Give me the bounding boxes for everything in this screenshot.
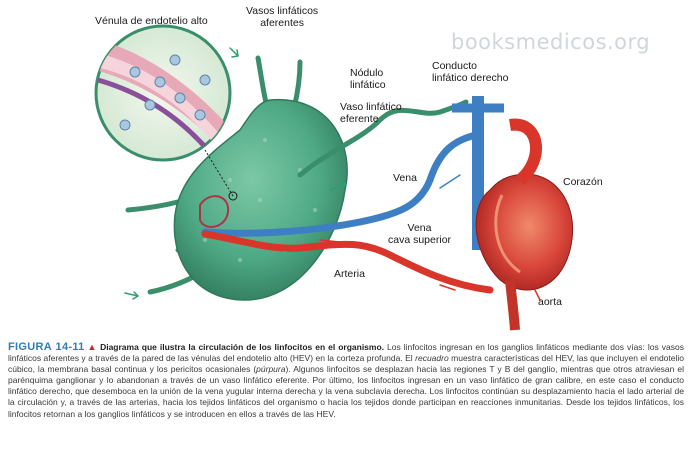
label-conducto: Conducto linfático derecho [432,60,508,84]
label-aferentes-line2: aferentes [260,17,304,29]
figure-number: FIGURA 14-11 [8,341,85,353]
caption-text-1: Los linfocitos ingresan en los ganglios … [8,342,684,364]
heart [475,118,574,331]
label-cava-line2: cava superior [388,234,452,246]
figure-illustration: booksmedicos.org Vénula de endotelio alt… [94,5,651,331]
label-vena: Vena [393,172,417,184]
triangle-icon: ▲ [87,342,98,352]
label-venula: Vénula de endotelio alto [95,15,208,27]
label-aferentes: Vasos linfáticos aferentes [246,5,318,29]
vein [201,131,480,237]
label-conducto-line2: linfático derecho [432,72,509,84]
label-aorta: aorta [538,296,562,308]
figure-caption: FIGURA 14-11 ▲ Diagrama que ilustra la c… [8,341,685,420]
label-aferentes-line1: Vasos linfáticos [246,5,319,17]
label-corazon: Corazón [563,176,603,188]
watermark: booksmedicos.org [451,30,651,54]
label-eferente-line2: eferente [340,113,379,125]
hev-inset [94,24,232,162]
caption-italic-purpura: púrpura [256,364,286,375]
caption-italic-recuadro: recuadro [415,353,449,364]
label-eferente-line1: Vaso linfático [340,101,402,113]
label-nodulo-line1: Nódulo [350,67,384,79]
flow-arrows [124,47,541,301]
hev-network [199,195,230,228]
caption-text-2: muestra características del HEV, las que… [8,353,684,375]
inset-origin-marker [228,191,238,201]
artery [201,230,494,294]
label-cava: Vena cava superior [388,222,451,246]
lymphocyte-circulation-diagram [94,24,574,331]
label-conducto-line1: Conducto [432,60,477,72]
figure-title: Diagrama que ilustra la circulación de l… [100,342,385,352]
label-cava-line1: Vena [407,222,432,234]
label-nodulo: Nódulo linfático [350,67,386,91]
caption-text-3: ). Algunos linfocitos se desplazan hacia… [8,364,685,419]
label-eferente: Vaso linfático eferente [340,101,402,125]
label-nodulo-line2: linfático [350,79,386,91]
label-arteria: Arteria [334,268,365,280]
